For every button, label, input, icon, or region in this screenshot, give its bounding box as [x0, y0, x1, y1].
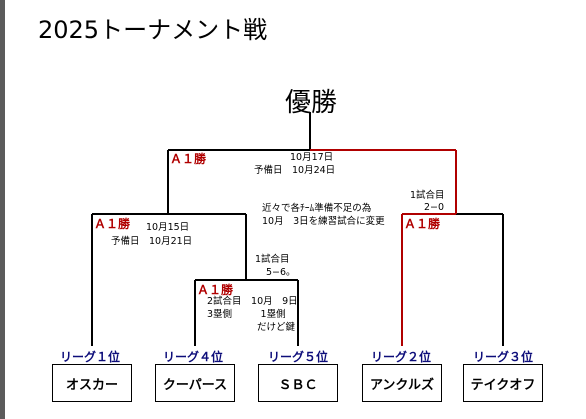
left-semi-reserve-date: 予備日 10月21日 [111, 236, 193, 247]
league-rank-1: リーグ１位 [60, 350, 121, 364]
quarter-line-1: 2試合目 10月 9日 [207, 296, 298, 307]
right-semi-result: Ａ１勝 [404, 217, 441, 231]
league-rank-3: リーグ３位 [473, 350, 534, 364]
final-note-2: 10月 3日を練習試合に変更 [262, 216, 385, 227]
right-semi-score: 2−0 [424, 202, 445, 213]
page-title: 2025トーナメント戦 [38, 16, 268, 44]
final-date: 10月17日 [290, 152, 334, 163]
league-rank-5: リーグ５位 [268, 350, 329, 364]
right-semi-match: 1試合目 [410, 190, 445, 201]
league-rank-4: リーグ４位 [163, 350, 224, 364]
team-uncles: アンクルズ [362, 364, 442, 402]
quarter-score: 5−6。 [266, 267, 296, 278]
quarter-line-3: だけど鍵 [257, 322, 296, 333]
team-takeoff: テイクオフ [463, 364, 543, 402]
league-rank-2: リーグ２位 [371, 350, 432, 364]
quarter-result: Ａ１勝 [197, 283, 234, 297]
winner-label: 優勝 [285, 88, 338, 118]
final-note-1: 近々で各ﾁｰﾑ準備不足の為 [262, 203, 372, 214]
window-edge [0, 0, 5, 419]
quarter-match: 1試合目 [255, 254, 290, 265]
left-semi-result: Ａ１勝 [94, 217, 131, 231]
left-semi-date: 10月15日 [146, 222, 190, 233]
final-result: Ａ１勝 [170, 152, 207, 166]
quarter-line-2: 3塁側 1塁側 [207, 309, 286, 320]
team-coopers: クーパース [155, 364, 235, 402]
team-oscar: オスカー [52, 364, 132, 402]
team-sbc: ＳＢＣ [258, 364, 338, 402]
final-reserve-date: 予備日 10月24日 [254, 165, 336, 176]
